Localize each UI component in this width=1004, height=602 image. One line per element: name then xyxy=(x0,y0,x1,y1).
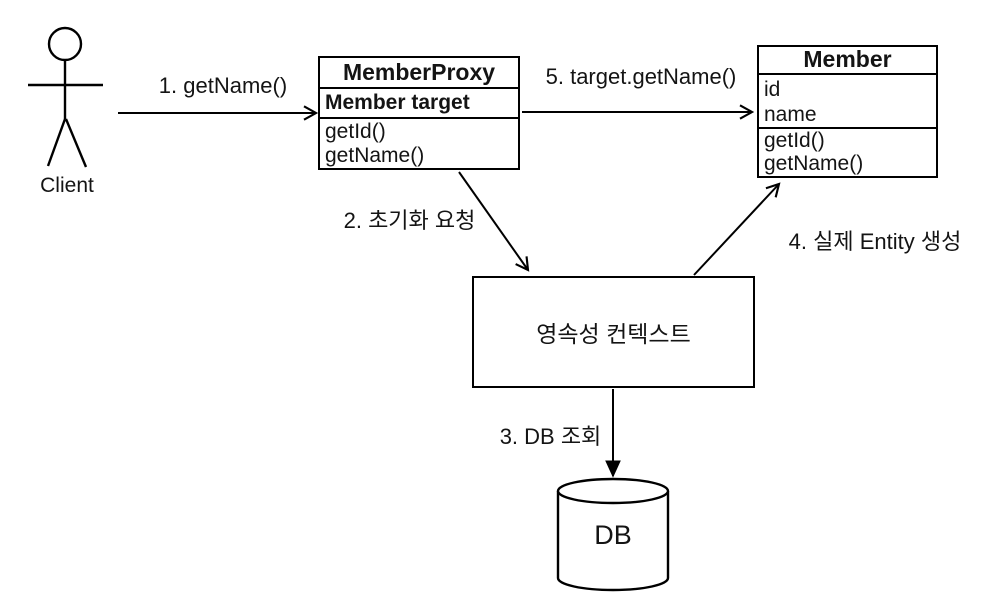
persistence-context-label: 영속성 컨텍스트 xyxy=(536,321,691,347)
memberproxy-title: MemberProxy xyxy=(320,58,518,89)
actor-label: Client xyxy=(40,174,94,197)
arrow-5-label: 5. target.getName() xyxy=(545,64,737,89)
memberproxy-field-target: Member target xyxy=(325,91,470,114)
member-field-name: name xyxy=(764,103,817,126)
db-cylinder-top xyxy=(556,477,670,505)
actor-leg-left xyxy=(46,118,67,167)
arrow-2-label: 2. 초기화 요청 xyxy=(343,208,476,233)
member-field-id: id xyxy=(764,78,781,101)
actor-head xyxy=(47,26,83,62)
memberproxy-method-getid: getId() xyxy=(325,120,386,143)
arrow-1-label: 1. getName() xyxy=(158,73,288,98)
db-label: DB xyxy=(594,520,632,550)
actor-leg-right xyxy=(64,118,88,168)
db-cylinder-body xyxy=(556,491,670,592)
memberproxy-method-getname: getName() xyxy=(325,144,425,167)
arrow-3-label: 3. DB 조회 xyxy=(499,424,602,449)
member-method-getname: getName() xyxy=(764,152,864,175)
arrow-2-init-request xyxy=(458,171,530,272)
arrow-4-create-entity xyxy=(693,182,781,276)
member-method-getid: getId() xyxy=(764,129,825,152)
db-cylinder-icon xyxy=(556,477,670,592)
class-box-memberproxy: MemberProxy Member target getId() getNam… xyxy=(318,56,520,170)
member-title: Member xyxy=(759,47,936,75)
class-box-member: Member id name getId() getName() xyxy=(757,45,938,178)
actor-icon xyxy=(28,26,103,168)
persistence-context-box: 영속성 컨텍스트 xyxy=(472,276,755,388)
arrow-4-label: 4. 실제 Entity 생성 xyxy=(788,229,962,254)
